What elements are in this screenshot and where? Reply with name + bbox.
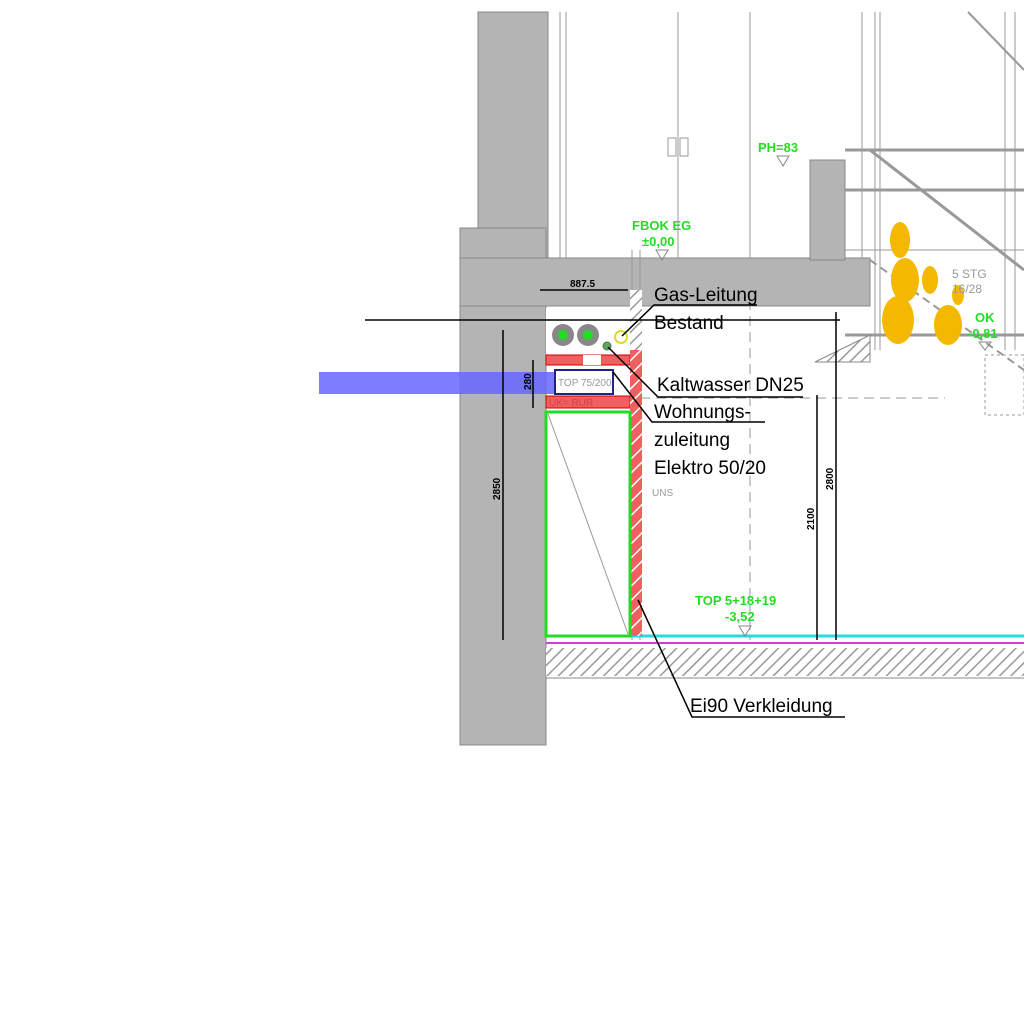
- level-ok-value: -0,81: [968, 326, 998, 341]
- dim-2800: 2800: [825, 467, 836, 490]
- dim-280: 280: [523, 373, 534, 390]
- label-gas-existing: Bestand: [654, 313, 724, 334]
- label-gas-line: Gas-Leitung: [654, 285, 758, 306]
- note-stair-ratio: 16/28: [952, 282, 982, 296]
- existing-wall: [459, 11, 871, 746]
- note-uns: UNS: [652, 488, 673, 499]
- gas-pipe-icon: [614, 330, 628, 344]
- ei90-cladding: [630, 290, 642, 636]
- plant-symbol: [882, 222, 964, 345]
- dim-width-top: 887.5: [570, 279, 595, 290]
- level-fbok: FBOK EG: [632, 218, 691, 233]
- label-cold-water: Kaltwasser DN25: [657, 375, 804, 396]
- level-ok: OK: [975, 310, 995, 325]
- level-markers: [655, 155, 992, 637]
- leader-lines: [365, 304, 845, 718]
- level-top: TOP 5+18+19: [695, 593, 776, 608]
- floor-slab: [546, 634, 1024, 679]
- label-apartment-supply-2: zuleitung: [654, 430, 730, 451]
- electro-duct: [554, 369, 614, 395]
- label-apartment-supply-1: Wohnungs-: [654, 402, 751, 423]
- level-ph: PH=83: [758, 140, 798, 155]
- level-top-value: -3,52: [725, 609, 755, 624]
- dimension-lines: [502, 289, 837, 640]
- label-apartment-supply-3: Elektro 50/20: [654, 458, 766, 479]
- level-fbok-value: ±0,00: [642, 234, 674, 249]
- dim-2100: 2100: [806, 507, 817, 530]
- note-uk: UK= RUR: [549, 398, 593, 409]
- stair-hatch: [814, 334, 871, 363]
- dim-2850: 2850: [492, 477, 503, 500]
- label-ei90: Ei90 Verkleidung: [690, 696, 833, 717]
- highlight-bar: [319, 372, 554, 394]
- note-top-duct: TOP 75/200: [558, 378, 612, 389]
- note-stair-count: 5 STG: [952, 267, 987, 281]
